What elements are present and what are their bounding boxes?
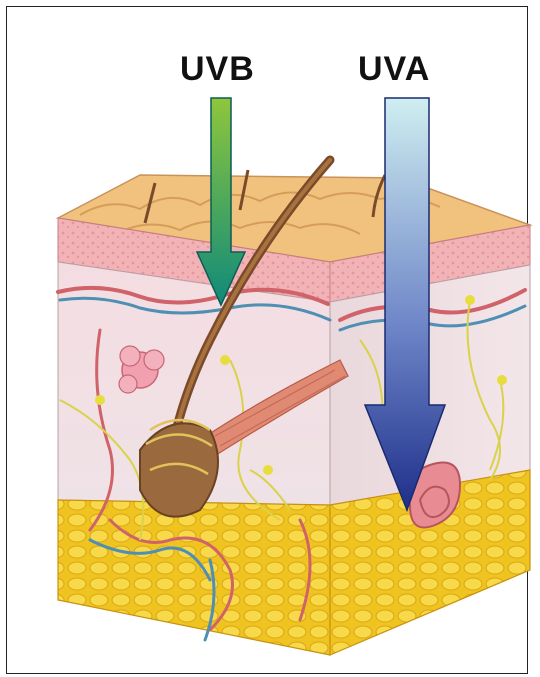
uva-label: UVA — [358, 50, 430, 89]
uvb-label: UVB — [180, 50, 255, 89]
